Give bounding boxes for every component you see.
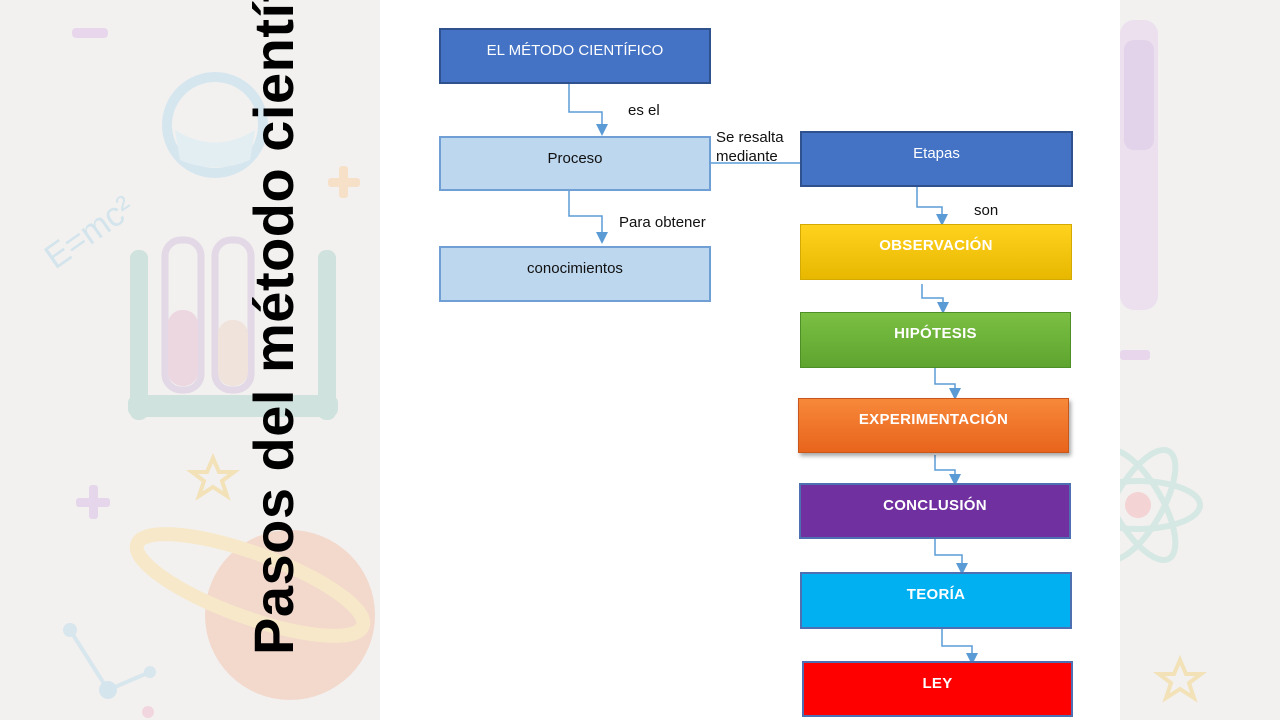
node-metodo-cientifico: EL MÉTODO CIENTÍFICO [439,28,711,84]
connector-conclusion-teoria [934,539,968,575]
stage-teoria-label: TEORÍA [906,586,966,603]
edge-label-se-resalta: Se resalta mediante [716,128,784,166]
node-etapas-label: Etapas [913,145,960,162]
edge-label-se-resalta-line1: Se resalta [716,129,784,146]
right-decoration-panel [1120,0,1280,720]
connector-proceso-conocimientos [568,191,608,244]
node-proceso: Proceso [439,136,711,191]
node-proceso-label: Proceso [547,150,603,167]
edge-label-se-resalta-line2: mediante [716,148,778,165]
stage-experimentacion: EXPERIMENTACIÓN [798,398,1069,453]
stage-teoria: TEORÍA [800,572,1072,629]
stage-hipotesis-label: HIPÓTESIS [894,325,977,342]
stage-conclusion-label: CONCLUSIÓN [883,497,987,514]
node-metodo-cientifico-label: EL MÉTODO CIENTÍFICO [486,42,664,59]
connector-teoria-ley [941,629,978,665]
stage-experimentacion-label: EXPERIMENTACIÓN [858,411,1009,428]
edge-label-es-el: es el [628,102,660,119]
science-doodles-icon: E=mc² [38,28,375,718]
edge-label-para-obtener: Para obtener [619,214,706,231]
stage-observacion-label: OBSERVACIÓN [879,237,993,254]
connector-etapas-observacion [916,187,948,226]
atom-doodles-icon [1120,20,1207,703]
edge-label-son: son [974,202,999,219]
connector-hipotesis-experimentacion [934,368,961,400]
node-conocimientos-label: conocimientos [527,260,623,277]
node-etapas: Etapas [800,131,1073,187]
connector-metodo-proceso [568,84,608,136]
left-decoration-panel: E=mc² [0,0,380,720]
stage-hipotesis: HIPÓTESIS [800,312,1071,368]
stage-ley-label: LEY [922,675,953,692]
connector-observacion-hipotesis [921,284,949,314]
stage-conclusion: CONCLUSIÓN [799,483,1071,539]
node-conocimientos: conocimientos [439,246,711,302]
stage-ley: LEY [802,661,1073,717]
stage-observacion: OBSERVACIÓN [800,224,1072,280]
connector-experimentacion-conclusion [934,455,961,486]
